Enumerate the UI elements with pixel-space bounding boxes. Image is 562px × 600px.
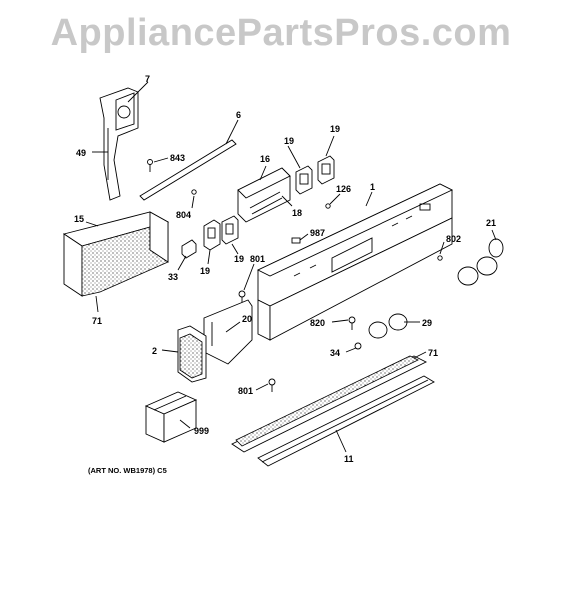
callout-71: 71 [428, 348, 438, 358]
part-switch-19-upper-b [317, 155, 335, 185]
callout-labels: 7 6 49 843 19 19 16 126 1 804 18 15 987 … [74, 74, 496, 464]
part-control-panel-1 [256, 183, 454, 341]
part-control-board-16 [237, 167, 291, 223]
part-trim-71 [231, 355, 428, 453]
watermark-logo: AppliancePartsPros.com [50, 12, 512, 54]
callout-18: 18 [292, 208, 302, 218]
part-switch-19-lower-a [203, 219, 221, 251]
leader-lines [85, 81, 497, 453]
callout-71: 71 [92, 316, 102, 326]
callout-843: 843 [170, 153, 185, 163]
callout-801: 801 [238, 386, 253, 396]
part-switch-19-upper-a [295, 165, 313, 195]
callout-7: 7 [145, 74, 150, 84]
callout-33: 33 [168, 272, 178, 282]
callout-126: 126 [336, 184, 351, 194]
callout-2: 2 [152, 346, 157, 356]
part-clip-33 [181, 239, 197, 259]
callout-15: 15 [74, 214, 84, 224]
screw-801-lower [268, 378, 276, 392]
callout-49: 49 [76, 148, 86, 158]
part-switch-19-lower-b [221, 215, 239, 245]
callout-29: 29 [422, 318, 432, 328]
screw-820 [348, 316, 356, 330]
part-bracket-7 [99, 87, 139, 201]
part-rod-6 [139, 139, 237, 201]
screw-34 [354, 342, 362, 350]
callout-19: 19 [330, 124, 340, 134]
callout-20: 20 [242, 314, 252, 324]
callout-987: 987 [310, 228, 325, 238]
callout-21: 21 [486, 218, 496, 228]
callout-802: 802 [446, 234, 461, 244]
clip-987 [291, 237, 301, 244]
part-rail-11 [257, 375, 435, 467]
part-knob-21 [457, 238, 504, 286]
callout-6: 6 [236, 110, 241, 120]
part-knob-29 [368, 313, 408, 339]
callout-804: 804 [176, 210, 191, 220]
callout-999: 999 [194, 426, 209, 436]
part-end-cap-15 [62, 211, 170, 297]
callout-16: 16 [260, 154, 270, 164]
screw-802 [437, 255, 443, 261]
screw-126 [325, 203, 331, 209]
callout-820: 820 [310, 318, 325, 328]
part-block-999 [144, 391, 198, 443]
part-side-bracket-20 [203, 299, 253, 365]
callout-34: 34 [330, 348, 340, 358]
callout-19: 19 [284, 136, 294, 146]
screw-843 [147, 159, 153, 172]
part-end-block-2 [177, 325, 207, 383]
art-number: (ART NO. WB1978) C5 [88, 466, 167, 475]
callout-11: 11 [344, 454, 354, 464]
callout-1: 1 [370, 182, 375, 192]
screw-804 [191, 189, 197, 195]
callout-801: 801 [250, 254, 265, 264]
callout-19: 19 [200, 266, 210, 276]
callout-19: 19 [234, 254, 244, 264]
screw-801-upper [238, 290, 246, 304]
